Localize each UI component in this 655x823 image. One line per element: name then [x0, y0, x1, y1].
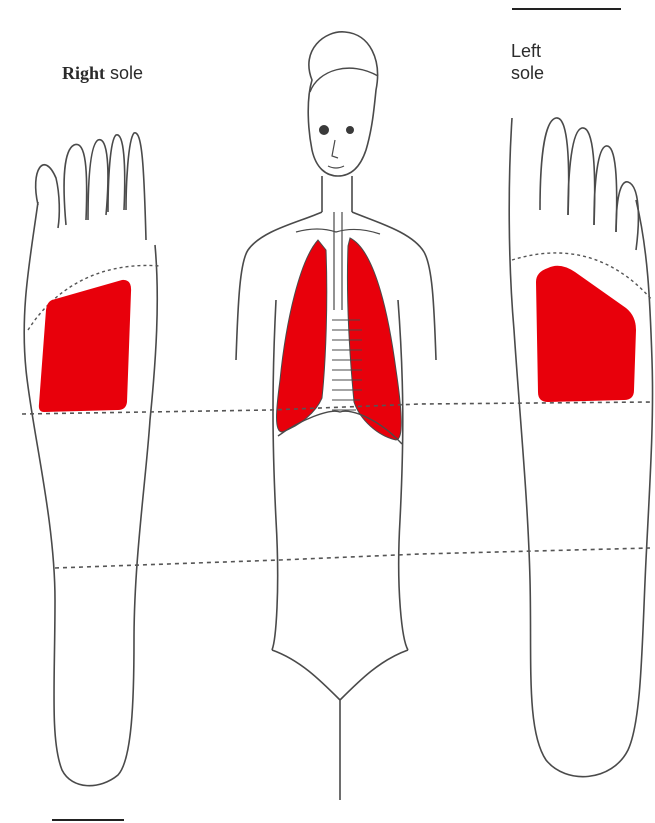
neck: [322, 176, 352, 212]
right-lung: [277, 240, 327, 432]
right-big-toe: [36, 165, 60, 228]
right-toe-4: [108, 135, 125, 212]
right-toe-3: [88, 140, 108, 220]
right-little-toe: [126, 133, 146, 240]
right-toe-2: [64, 144, 87, 225]
left-lung-zone: [536, 266, 636, 402]
torso-outline: [236, 212, 436, 650]
left-sole: [509, 118, 652, 777]
nose: [332, 140, 338, 158]
left-toe-2: [568, 128, 595, 225]
left-toe-3: [594, 146, 617, 232]
pelvis: [272, 650, 408, 800]
guide-line-lower: [55, 548, 650, 568]
right-sole: [24, 133, 160, 786]
left-toe-1: [540, 118, 569, 215]
human-figure: [236, 32, 436, 800]
left-big-toe: [616, 182, 638, 250]
hairline: [310, 68, 378, 92]
mouth: [328, 166, 344, 168]
eye-right: [319, 125, 329, 135]
eye-left: [346, 126, 354, 134]
right-lung-zone: [39, 280, 131, 412]
collarbones: [296, 229, 380, 234]
head-outline: [308, 32, 377, 176]
trachea: [334, 212, 342, 310]
left-sole-outline: [509, 118, 652, 777]
